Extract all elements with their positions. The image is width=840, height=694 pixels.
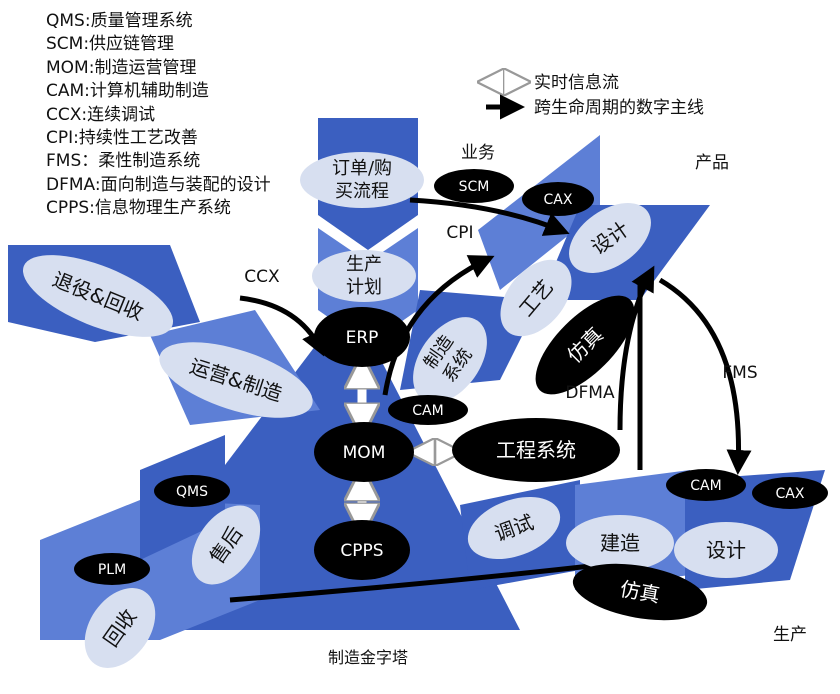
system-sim-top: 仿真 — [535, 295, 635, 395]
legend-item: MOM:制造运营管理 — [46, 57, 197, 78]
node-plan: 生产 计划 — [312, 250, 416, 302]
node-order: 订单/购 买流程 — [300, 152, 424, 208]
system-qms: QMS — [154, 475, 230, 507]
region-product-label: 产品 — [695, 153, 729, 173]
node-mfg-system: 制造 系统 — [413, 317, 487, 403]
flow-cpi-label: CPI — [446, 223, 473, 243]
legend-item: SCM:供应链管理 — [46, 34, 175, 55]
key: 实时信息流 跨生命周期的数字主线 — [486, 73, 704, 120]
region-business-label: 业务 — [461, 143, 495, 163]
arrow-dfma — [617, 265, 655, 431]
system-sim-bottom: 仿真 — [572, 563, 708, 621]
node-process: 工艺 — [500, 259, 572, 337]
system-cam-right-label: CAM — [690, 478, 721, 494]
system-cax-right-label: CAX — [776, 486, 805, 502]
node-order-line1: 订单/购 — [332, 158, 392, 179]
system-cpps-label: CPPS — [340, 541, 383, 561]
flow-fms-label: FMS — [722, 363, 757, 383]
region-pyramid-label: 制造金字塔 — [328, 648, 408, 667]
system-erp-label: ERP — [346, 328, 379, 348]
system-mom: MOM — [314, 422, 414, 482]
system-cam-center: CAM — [388, 395, 468, 425]
arrow-cpi — [382, 255, 495, 396]
system-scm-label: SCM — [459, 179, 490, 195]
system-cpps: CPPS — [314, 520, 410, 580]
system-cax-right: CAX — [752, 477, 828, 509]
region-production-label: 生产 — [773, 625, 807, 645]
legend-item: FMS：柔性制造系统 — [46, 151, 201, 172]
key-realtime-label: 实时信息流 — [534, 73, 619, 93]
node-build: 建造 — [566, 515, 674, 571]
system-engineering-label: 工程系统 — [496, 438, 576, 462]
system-nodes: SCM CAX ERP MOM CPPS CAM — [74, 169, 828, 621]
system-qms-label: QMS — [176, 484, 208, 500]
system-plm: PLM — [74, 553, 150, 585]
legend-item: CAM:计算机辅助制造 — [46, 81, 209, 102]
node-order-line2: 买流程 — [335, 181, 389, 202]
flow-dfma-label: DFMA — [565, 383, 615, 403]
blue-panels — [8, 118, 825, 640]
arrows — [229, 197, 752, 603]
node-after-sales: 售后 — [191, 505, 261, 585]
arrow-bottom-thread — [229, 562, 601, 603]
legend-item: CPPS:信息物理生产系统 — [46, 198, 231, 219]
key-thread-label: 跨生命周期的数字主线 — [534, 98, 704, 118]
system-scm: SCM — [434, 169, 514, 203]
legend-item: QMS:质量管理系统 — [46, 11, 193, 31]
node-design-right-label: 设计 — [706, 538, 746, 562]
system-engineering: 工程系统 — [452, 418, 620, 482]
labels: 业务 产品 生产 制造金字塔 CCX CPI FMS DFMA — [244, 143, 807, 667]
legend-item: CCX:连续调试 — [46, 104, 156, 125]
system-erp: ERP — [314, 307, 410, 367]
abbreviation-legend: QMS:质量管理系统 SCM:供应链管理 MOM:制造运营管理 CAM:计算机辅… — [46, 10, 271, 221]
flow-ccx-label: CCX — [244, 267, 280, 287]
legend-item: CPI:持续性工艺改善 — [46, 128, 198, 149]
node-recycle: 回收 — [84, 588, 156, 668]
system-cax-top-label: CAX — [544, 192, 573, 208]
node-build-label: 建造 — [600, 531, 640, 555]
node-plan-line2: 计划 — [346, 277, 382, 298]
node-design-top: 设计 — [569, 203, 651, 273]
system-cax-top: CAX — [522, 182, 594, 216]
arrow-fms-down — [658, 277, 752, 475]
node-design-right: 设计 — [674, 522, 778, 578]
system-cam-right: CAM — [666, 469, 746, 501]
legend-item: DFMA:面向制造与装配的设计 — [46, 174, 271, 195]
arrow-order-to-design — [409, 197, 570, 236]
node-debug: 调试 — [467, 496, 561, 560]
system-plm-label: PLM — [98, 562, 126, 578]
system-cam-center-label: CAM — [412, 403, 443, 419]
system-mom-label: MOM — [343, 443, 386, 463]
node-plan-line1: 生产 — [346, 254, 382, 275]
node-operate: 运营&制造 — [159, 342, 313, 418]
